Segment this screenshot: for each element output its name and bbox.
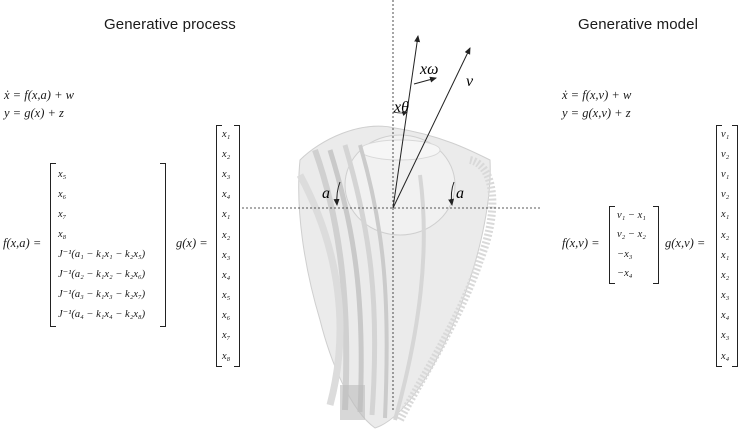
matrix-entry: x₂	[721, 229, 730, 241]
matrix-entry: x₄	[721, 350, 730, 362]
matrix-entry: x₂	[222, 229, 231, 241]
force-arrow-left	[333, 181, 341, 206]
matrix-entry: x₅	[222, 290, 231, 302]
matrix-entry: x₈	[222, 350, 231, 362]
right-g-lhs: g(x,v) =	[665, 236, 706, 250]
right-g-matrix: v₁ v₂ v₁ v₂ x₁ x₂ x₁ x₂ x₃ x₄ x₃ x₄	[716, 125, 738, 367]
left-g-lhs: g(x) =	[176, 236, 208, 250]
matrix-entry: x₃	[222, 249, 231, 261]
matrix-entry: v₁	[721, 169, 730, 181]
matrix-entry: J⁻¹(a₂ − k₁x₂ − k₂x₆)	[58, 268, 146, 280]
matrix-entry: x₃	[721, 330, 730, 342]
label-a-right: a	[456, 185, 464, 202]
label-x-omega: xω	[419, 61, 438, 78]
matrix-entry: x₄	[222, 189, 231, 201]
matrix-entry: x₁	[222, 209, 231, 221]
matrix-entry: x₄	[721, 310, 730, 322]
matrix-entry: x₆	[222, 310, 231, 322]
left-observation-equation: y = g(x) + z	[4, 106, 64, 120]
right-f-matrix: v₁ − x₁ v₂ − x₂ −x₃ −x₄	[609, 206, 659, 284]
label-v: v	[466, 73, 474, 90]
left-f-matrix: x₅ x₆ x₇ x₈ J⁻¹(a₁ − k₁x₁ − k₂x₅) J⁻¹(a₂…	[50, 163, 166, 327]
force-arrow-right	[448, 181, 455, 206]
matrix-entry: −x₃	[617, 248, 633, 260]
matrix-entry: −x₄	[617, 268, 633, 279]
matrix-entry: x₇	[222, 330, 231, 342]
right-observation-equation: y = g(x,v) + z	[562, 106, 631, 120]
matrix-entry: v₂ − x₂	[617, 229, 646, 240]
matrix-entry: v₁ − x₁	[617, 209, 646, 221]
matrix-entry: x₃	[222, 169, 231, 181]
matrix-entry: x₂	[721, 269, 730, 281]
matrix-entry: x₁	[721, 249, 730, 261]
matrix-entry: x₃	[721, 290, 730, 302]
label-a-left: a	[322, 185, 330, 202]
matrix-entry: x₁	[222, 128, 231, 140]
matrix-entry: v₂	[721, 148, 730, 160]
right-state-equation: ẋ = f(x,v) + w	[562, 88, 632, 102]
label-x-theta: xθ	[393, 99, 409, 116]
matrix-entry: v₂	[721, 189, 730, 201]
matrix-entry: x₄	[222, 269, 231, 281]
matrix-entry: x₇	[58, 208, 67, 220]
left-f-lhs: f(x,a) =	[3, 236, 42, 250]
matrix-entry: J⁻¹(a₁ − k₁x₁ − k₂x₅)	[58, 248, 146, 260]
gaze-arrow	[392, 35, 421, 209]
matrix-entry: x₅	[58, 168, 67, 180]
right-heading: Generative model	[578, 16, 698, 33]
matrix-entry: x₈	[58, 228, 67, 240]
theta-arc	[392, 111, 408, 117]
left-g-matrix: x₁ x₂ x₃ x₄ x₁ x₂ x₃ x₄ x₅ x₆ x₇ x₈	[216, 125, 240, 367]
matrix-entry: J⁻¹(a₃ − k₁x₃ − k₂x₇)	[58, 288, 146, 300]
left-state-equation: ẋ = f(x,a) + w	[4, 88, 74, 102]
matrix-entry: x₆	[58, 188, 67, 200]
matrix-entry: J⁻¹(a₄ − k₁x₄ − k₂x₈)	[58, 308, 146, 320]
target-arrow-v	[392, 47, 471, 209]
right-f-lhs: f(x,v) =	[562, 236, 600, 250]
matrix-entry: x₂	[222, 148, 231, 160]
matrix-entry: x₁	[721, 209, 730, 221]
omega-arrow	[413, 76, 437, 85]
left-heading: Generative process	[104, 16, 236, 33]
eye-illustration	[296, 125, 497, 429]
matrix-entry: v₁	[721, 128, 730, 140]
